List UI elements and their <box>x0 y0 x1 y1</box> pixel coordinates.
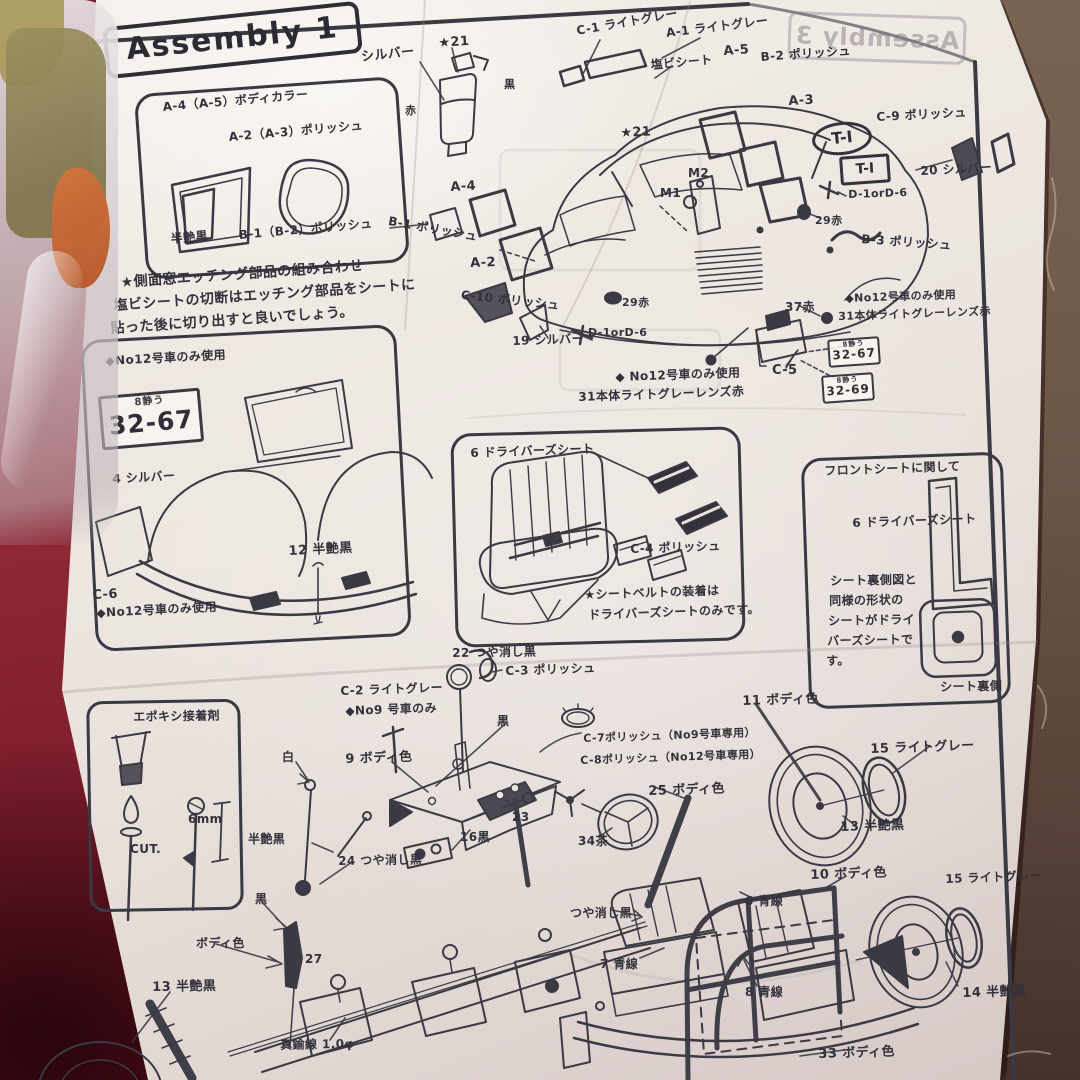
label-m1: M1 <box>660 186 682 200</box>
label-silver19: 19 シルバー <box>512 331 585 348</box>
label-star21-b: ★21 <box>620 124 652 141</box>
label-c5: C-5 <box>772 363 798 378</box>
plastic-parts-bag <box>0 0 118 545</box>
label-body10: 10 ボディ色 <box>810 865 888 883</box>
label-red37: 37赤 <box>785 300 815 314</box>
label-black13: 13 半艶黒 <box>840 817 905 835</box>
label-white: 白 <box>282 750 295 764</box>
label-frontseat-l2: 同様の形状の <box>829 592 904 608</box>
label-d1ord6-a: D-1orD-6 <box>848 185 908 201</box>
label-no9-only: ◆No9 号車のみ <box>345 700 438 718</box>
label-matte-bottom: つや消し黒 <box>570 906 633 920</box>
t1-rect-badge: T-I <box>839 153 891 186</box>
label-body11: 11 ボディ色 <box>742 691 820 709</box>
label-6mm: 6mm <box>188 812 223 826</box>
label-27: 27 <box>305 952 323 966</box>
label-frontseat-l1: シート裏側図と <box>830 572 918 588</box>
label-halfgloss-lever: 半艶黒 <box>248 832 286 846</box>
label-frontseat-l3: シートがドライ <box>828 612 916 628</box>
label-epoxy-title: エポキシ接着剤 <box>133 708 221 724</box>
label-black-a: 黒 <box>504 78 516 91</box>
label-a5: A-5 <box>723 42 750 59</box>
label-star21-a: ★21 <box>438 33 470 51</box>
label-body-color: ボディ色 <box>196 936 245 950</box>
label-brown34: 34茶 <box>578 834 608 848</box>
label-blue6: 6 青線 <box>745 894 784 908</box>
label-silver4: 4 シルバー <box>112 468 176 486</box>
label-seat-backside: シート裏側 <box>940 678 1003 694</box>
label-black14: 14 半艶黒 <box>962 983 1027 1001</box>
label-red-a: 赤 <box>405 104 417 117</box>
label-winbox-halfgloss: 半艶黒 <box>170 228 209 246</box>
label-brass-wire: 真鍮線 1.0φ <box>280 1036 355 1052</box>
license-plate-3267: 8静う 32-67 <box>827 336 881 368</box>
label-c3: C-3 ポリッシュ <box>505 660 596 678</box>
label-a4: A-4 <box>450 178 477 195</box>
label-frontseat-l5: す。 <box>826 653 850 668</box>
label-black-c: 黒 <box>255 892 268 906</box>
label-c2: C-2 ライトグレー <box>340 680 444 698</box>
label-matte24: 24 つや消し黒 <box>338 852 423 868</box>
label-cut: CUT. <box>130 842 162 856</box>
label-gray15-a: 15 ライトグレー <box>870 738 975 757</box>
label-black13-left: 13 半艶黒 <box>152 978 217 995</box>
bag-highlight <box>0 247 87 493</box>
label-a3: A-3 <box>788 92 815 109</box>
label-a2: A-2 <box>470 255 497 271</box>
label-black-b: 黒 <box>497 714 510 728</box>
label-d1ord6-b: D-1orD-6 <box>588 326 648 339</box>
label-black12: 12 半艶黒 <box>288 540 353 559</box>
label-m2: M2 <box>688 166 710 180</box>
label-frontseat-l4: バーズシートで <box>827 632 914 648</box>
epoxy-box <box>86 698 244 913</box>
label-blue8: 8 青線 <box>745 985 784 999</box>
label-matte22: 22 つや消し黒 <box>452 644 537 660</box>
label-c6: C-6 <box>92 586 119 603</box>
license-plate-3269: 8静う 32-69 <box>821 372 875 404</box>
label-black16: 16黒 <box>460 830 490 844</box>
label-blue7: 7 青線 <box>600 957 639 971</box>
label-23: 23 <box>512 810 530 824</box>
label-red29-a: 29赤 <box>815 214 843 227</box>
label-c4: C-4 ポリッシュ <box>630 538 721 556</box>
label-red29-b: 29赤 <box>622 296 650 309</box>
label-body33: 33 ボディ色 <box>818 1044 896 1062</box>
label-gray15-b: 15 ライトグレー <box>945 868 1042 886</box>
label-body25: 25 ボディ色 <box>648 781 726 799</box>
label-body9: 9 ボディ色 <box>345 749 413 767</box>
